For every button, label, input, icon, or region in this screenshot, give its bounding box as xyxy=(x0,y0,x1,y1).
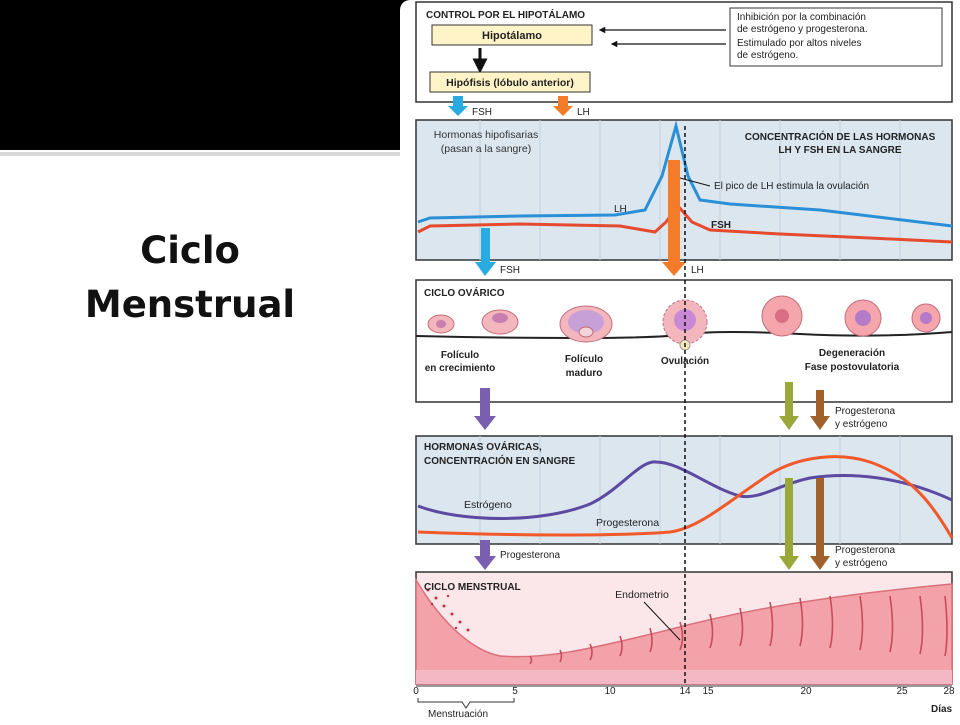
slide-divider xyxy=(0,152,400,156)
feedback-note-line-1: Inhibición por la combinación xyxy=(737,12,866,23)
menstrual-cycle-figure: CONTROL POR EL HIPOTÁLAMO Hipotálamo Hip… xyxy=(400,0,960,720)
stage-growing-line-1: Folículo xyxy=(441,350,479,361)
stage-degeneration-line-2: Fase postovulatoria xyxy=(805,362,900,373)
lh-curve xyxy=(417,120,953,228)
lh-arrow-1-label: LH xyxy=(577,107,590,118)
progesterone-arrow-label: Progesterona xyxy=(500,550,560,561)
purple-arrow-2 xyxy=(474,540,496,570)
pituitary-box xyxy=(429,71,591,93)
menstrual-arrow-note-line-1: Progesterona xyxy=(835,545,895,556)
fsh-arrow-1-label: FSH xyxy=(472,107,492,118)
slide-title-line-1: Ciclo xyxy=(140,229,240,272)
menstruation-bracket xyxy=(417,698,515,709)
menstrual-cycle-heading: CICLO MENSTRUAL xyxy=(424,582,521,593)
hypothalamus-box xyxy=(431,24,593,46)
brown-arrow-1 xyxy=(810,390,830,430)
pituitary-left-line-2: (pasan a la sangre) xyxy=(441,143,531,155)
corpus-luteum-late xyxy=(844,299,882,337)
pituitary-box-label: Hipófisis (lóbulo anterior) xyxy=(446,77,574,89)
ovarian-hormones-heading-2: CONCENTRACIÓN EN SANGRE xyxy=(424,454,575,467)
hypothalamus-box-label: Hipotálamo xyxy=(482,30,542,42)
hypothalamus-heading: CONTROL POR EL HIPOTÁLAMO xyxy=(426,8,585,21)
pituitary-panel-grid xyxy=(479,120,901,260)
olive-arrow-1 xyxy=(779,382,799,430)
figure-svg: CONTROL POR EL HIPOTÁLAMO Hipotálamo Hip… xyxy=(413,1,955,720)
lh-arrow-2 xyxy=(662,160,686,276)
ovarian-panel-grid xyxy=(479,436,901,544)
endometrium-label: Endometrio xyxy=(615,589,669,601)
feedback-note-line-3: Estimulado por altos niveles xyxy=(737,38,862,49)
estrogen-curve xyxy=(417,460,953,520)
endometrium-layer xyxy=(415,577,953,685)
corpus-albicans xyxy=(911,303,941,333)
corpus-luteum xyxy=(761,295,803,337)
lh-arrow-1 xyxy=(553,96,573,116)
ovarian-hormones-panel xyxy=(415,435,953,545)
stage-degeneration-line-1: Degeneración xyxy=(819,348,885,359)
lh-arrow-2-label: LH xyxy=(691,265,704,276)
ovarian-hormones-heading-1: HORMONAS OVÁRICAS, xyxy=(424,440,542,453)
day-tick-10: 10 xyxy=(604,686,616,697)
day-tick-28: 28 xyxy=(943,686,955,697)
lh-curve-label: LH xyxy=(614,204,627,215)
follicle-mature xyxy=(559,305,613,343)
stage-mature-line-1: Folículo xyxy=(565,354,603,365)
progesterone-curve xyxy=(417,455,954,539)
fsh-arrow-1 xyxy=(448,96,468,116)
feedback-note-line-2: de estrógeno y progesterona. xyxy=(737,24,868,35)
pituitary-left-line-1: Hormonas hipofisarias xyxy=(434,129,538,141)
endometrium-leader xyxy=(643,601,681,641)
fsh-arrow-2 xyxy=(475,228,496,276)
slide-title-line-2: Menstrual xyxy=(84,283,296,326)
day-tick-5: 5 xyxy=(512,686,518,697)
fsh-curve-label: FSH xyxy=(711,220,731,231)
stage-ovulation: Ovulación xyxy=(661,356,709,367)
ovarian-arrow-note-line-1: Progesterona xyxy=(835,406,895,417)
slide-title: Ciclo Menstrual xyxy=(40,224,340,332)
fsh-arrow-2-label: FSH xyxy=(500,265,520,276)
follicle-small xyxy=(427,314,455,334)
day-tick-0: 0 xyxy=(413,686,419,697)
olive-arrow-2 xyxy=(779,478,799,570)
shedding-dots xyxy=(426,588,470,632)
day-tick-25: 25 xyxy=(896,686,908,697)
basal-layer xyxy=(416,670,952,684)
progesterone-label: Progesterona xyxy=(596,517,659,529)
day-axis-unit: Días xyxy=(931,704,953,715)
lh-peak-leader xyxy=(679,177,711,187)
ovarian-cycle-heading: CICLO OVÁRICO xyxy=(424,286,505,299)
brown-arrow-2 xyxy=(810,478,830,570)
menstruation-label: Menstruación xyxy=(428,709,488,720)
follicle-growing xyxy=(481,309,519,335)
day-tick-14: 14 xyxy=(679,686,691,697)
menstrual-arrow-note-line-2: y estrógeno xyxy=(835,558,888,569)
stage-growing-line-2: en crecimiento xyxy=(425,363,496,374)
feedback-note-box xyxy=(729,7,943,67)
stage-mature-line-2: maduro xyxy=(566,368,603,379)
pituitary-right-line-1: CONCENTRACIÓN DE LAS HORMONAS xyxy=(745,130,936,143)
ovarian-arrow-note-line-2: y estrógeno xyxy=(835,419,888,430)
endometrial-glands xyxy=(529,595,948,665)
estrogen-label: Estrógeno xyxy=(464,499,512,511)
lh-peak-note: El pico de LH estimula la ovulación xyxy=(714,181,869,192)
day-tick-15: 15 xyxy=(702,686,714,697)
day-tick-20: 20 xyxy=(800,686,812,697)
purple-arrow-1 xyxy=(474,388,496,430)
feedback-note-line-4: de estrógeno. xyxy=(737,50,798,61)
pituitary-right-line-2: LH Y FSH EN LA SANGRE xyxy=(778,145,901,156)
